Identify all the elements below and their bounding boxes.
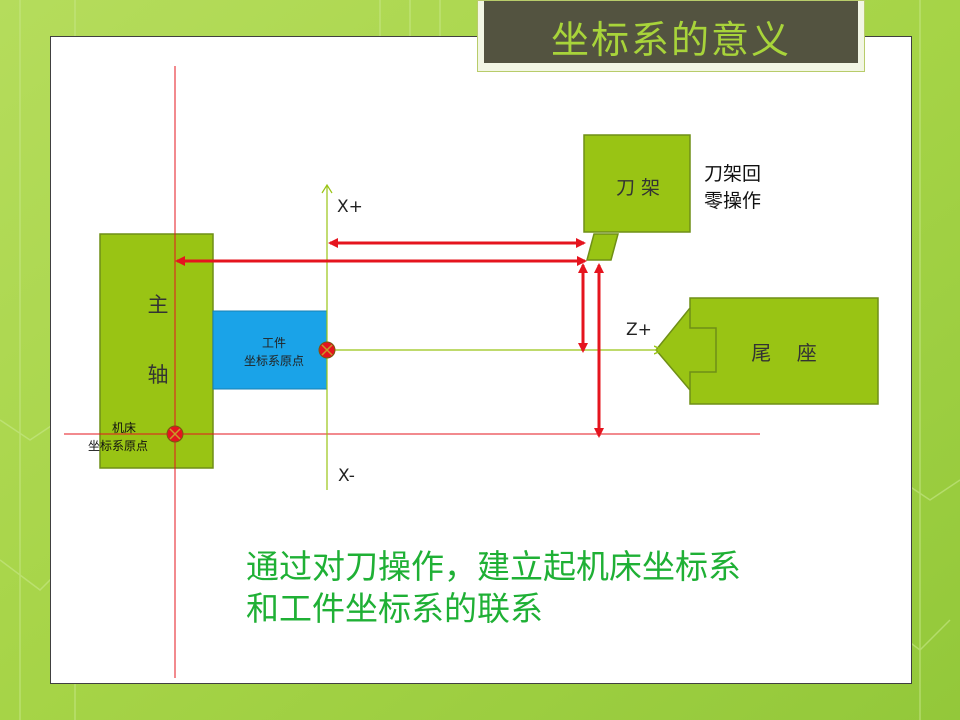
caption-text: 通过对刀操作，建立起机床坐标系 和工件坐标系的联系	[246, 546, 846, 630]
workpiece-origin-marker	[318, 341, 336, 359]
cutting-tool-tip	[586, 233, 619, 261]
tool-holder-block	[583, 134, 691, 233]
machine-origin-label-1: 机床	[112, 421, 136, 435]
tool-holder-label: 刀 架	[616, 177, 660, 199]
spindle-block	[99, 233, 214, 469]
machine-origin-marker	[166, 425, 184, 443]
spindle-label-1: 主	[148, 293, 169, 317]
tool-return-label-2: 零操作	[704, 190, 761, 212]
x-axis-arrowhead	[321, 183, 333, 194]
z-plus-label: Z+	[626, 320, 652, 340]
caption-line-2: 和工件坐标系的联系	[246, 589, 543, 628]
tailstock-center-notch	[689, 308, 717, 390]
workpiece-origin-label-1: 工件	[262, 336, 286, 350]
tool-return-label-1: 刀架回	[704, 163, 761, 185]
x-minus-label: X-	[338, 466, 355, 486]
caption-line-1: 通过对刀操作，建立起机床坐标系	[246, 547, 741, 586]
x-plus-label: X+	[337, 197, 363, 217]
machine-origin-label-2: 坐标系原点	[88, 439, 148, 453]
title-box: 坐标系的意义	[477, 0, 865, 72]
tailstock-block	[655, 297, 879, 405]
workpiece-block	[212, 310, 328, 390]
tailstock-label: 尾 座	[751, 341, 816, 365]
workpiece-origin-label-2: 坐标系原点	[244, 354, 304, 368]
spindle-label-2: 轴	[148, 363, 169, 387]
title-bar: 坐标系的意义	[484, 1, 858, 63]
slide-title: 坐标系的意义	[550, 18, 791, 62]
